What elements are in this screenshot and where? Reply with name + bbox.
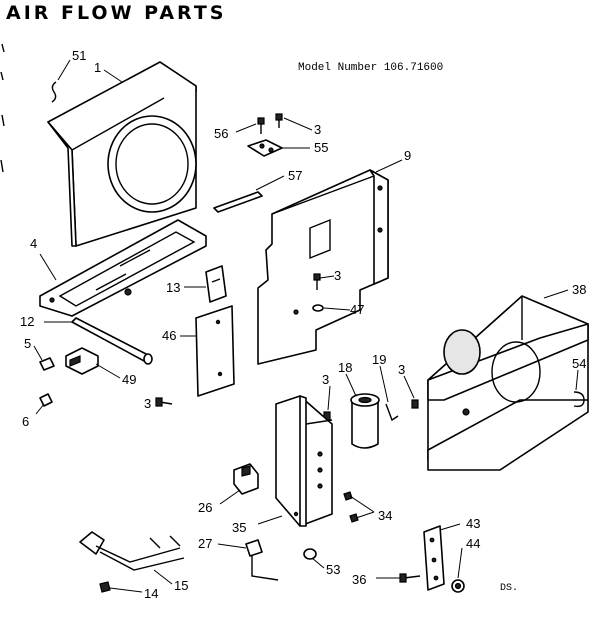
part-44-clamp — [451, 579, 465, 593]
callout-38: 38 — [572, 282, 586, 297]
callout-1: 1 — [94, 60, 101, 75]
callout-35: 35 — [232, 520, 246, 535]
callout-36: 36 — [352, 572, 366, 587]
part-34-screws — [343, 491, 359, 523]
callout-57: 57 — [288, 168, 302, 183]
part-14-screw — [99, 581, 111, 593]
part-4-base-pan — [39, 219, 207, 317]
part-49-block — [65, 347, 99, 375]
model-number: Model Number 106.71600 — [298, 62, 444, 74]
callout-47: 47 — [350, 302, 364, 317]
callout-56: 56 — [214, 126, 228, 141]
callout-18: 18 — [338, 360, 352, 375]
callout-27: 27 — [198, 536, 212, 551]
part-6-clip — [39, 393, 53, 407]
part-15-harness — [79, 531, 185, 571]
part-43-plate — [423, 525, 445, 591]
callout-5: 5 — [24, 336, 31, 351]
callout-15: 15 — [174, 578, 188, 593]
callout-26: 26 — [198, 500, 212, 515]
part-51-clip — [51, 81, 57, 103]
part-12-rod — [71, 317, 153, 365]
part-46-cover — [195, 305, 235, 397]
part-3-screw-top — [275, 113, 283, 128]
callout-51: 51 — [72, 48, 86, 63]
callout-46: 46 — [162, 328, 176, 343]
callout-55: 55 — [314, 140, 328, 155]
leader-lines — [33, 59, 579, 593]
part-57-rail — [213, 191, 263, 213]
part-27-thermostat — [245, 539, 279, 581]
part-5-clip — [39, 357, 55, 371]
callout-13: 13 — [166, 280, 180, 295]
callout-6: 6 — [22, 414, 29, 429]
part-13-bracket — [205, 265, 227, 303]
part-54-clip — [573, 391, 585, 408]
part-19-strap — [385, 403, 399, 422]
part-47-nut — [312, 304, 324, 312]
part-36-bolt — [399, 573, 421, 583]
callout-3: 3 — [144, 396, 151, 411]
callout-44: 44 — [466, 536, 480, 551]
part-55-bracket — [247, 139, 283, 157]
callout-19: 19 — [372, 352, 386, 367]
callout-49: 49 — [122, 372, 136, 387]
drawing-code: DS. — [500, 583, 519, 594]
callout-4: 4 — [30, 236, 37, 251]
callout-43: 43 — [466, 516, 480, 531]
part-3-screw-mid — [313, 273, 321, 290]
diagram-title: AIR FLOW PARTS — [6, 2, 227, 24]
page-edge-marks — [0, 43, 5, 173]
callout-labels: 51 1 56 3 55 9 57 4 13 3 47 38 12 46 5 4… — [20, 48, 586, 601]
part-56-screw — [257, 117, 265, 134]
callout-9: 9 — [404, 148, 411, 163]
callout-53: 53 — [326, 562, 340, 577]
callout-3: 3 — [322, 372, 329, 387]
part-35-control-box — [275, 395, 333, 527]
callout-3: 3 — [334, 268, 341, 283]
part-1-shroud — [47, 61, 197, 247]
callout-14: 14 — [144, 586, 158, 601]
callout-12: 12 — [20, 314, 34, 329]
part-9-panel — [257, 169, 389, 365]
callout-3: 3 — [398, 362, 405, 377]
part-3-screw-low — [155, 397, 173, 407]
part-38-blower-housing — [427, 295, 589, 471]
part-3-screw-cap-right — [411, 399, 419, 409]
callout-34: 34 — [378, 508, 392, 523]
part-53-grommet — [303, 548, 317, 560]
part-26-switch — [233, 463, 259, 495]
callout-54: 54 — [572, 356, 586, 371]
part-18-capacitor — [350, 393, 380, 449]
callout-3: 3 — [314, 122, 321, 137]
